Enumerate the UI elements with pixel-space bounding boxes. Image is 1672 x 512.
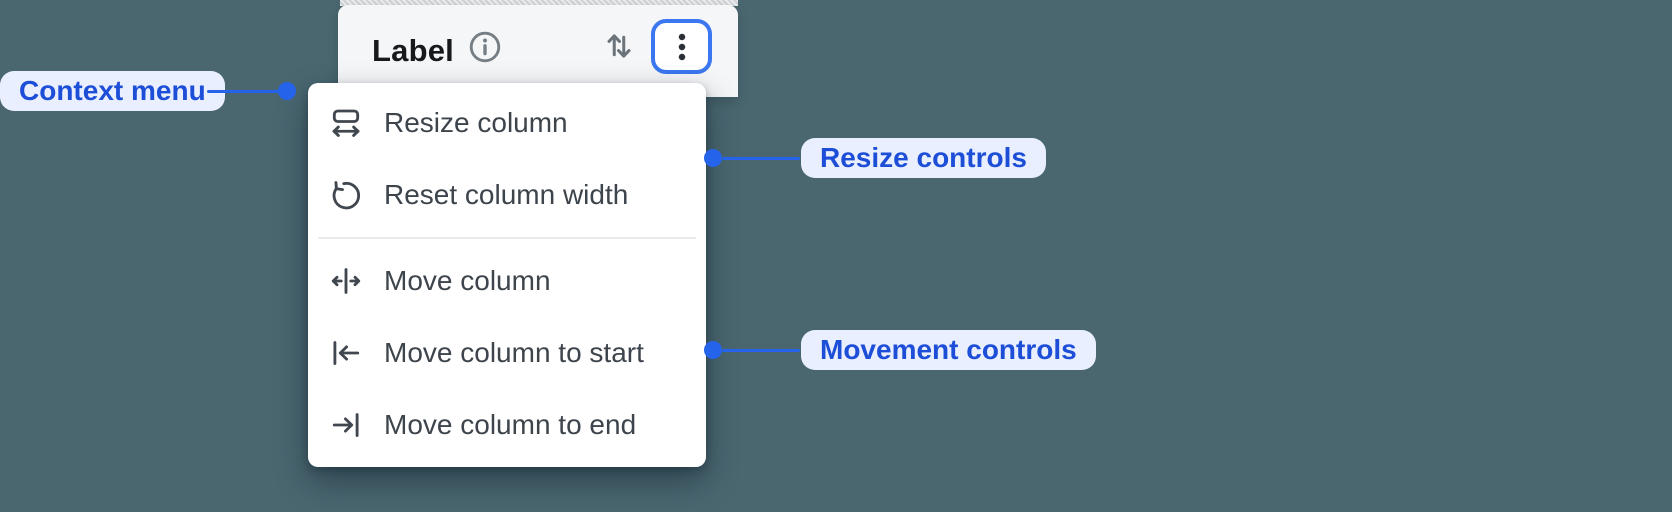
column-more-menu-button[interactable] <box>651 19 712 74</box>
info-icon[interactable] <box>466 28 504 66</box>
annotation-connector-line <box>722 349 800 352</box>
annotation-connector-line <box>722 157 800 160</box>
menu-item-move-column[interactable]: Move column <box>308 245 706 317</box>
annotation-connector-dot <box>704 149 722 167</box>
move-column-to-end-icon <box>332 413 359 437</box>
kebab-more-icon <box>678 33 685 60</box>
move-column-to-start-icon <box>333 341 360 365</box>
annotation-context-menu: Context menu <box>0 71 225 111</box>
annotation-connector-line <box>207 90 279 93</box>
resize-column-icon <box>332 109 360 137</box>
menu-item-label: Move column <box>384 265 551 296</box>
menu-item-label: Resize column <box>384 107 568 138</box>
column-context-menu: Resize column Reset column width <box>308 83 706 467</box>
annotation-connector-dot <box>278 82 296 100</box>
annotation-label: Movement controls <box>820 334 1077 365</box>
menu-item-label: Move column to start <box>384 337 644 368</box>
reset-column-width-icon <box>332 181 361 210</box>
sort-icon[interactable] <box>600 27 638 65</box>
annotation-label: Context menu <box>19 75 206 106</box>
annotation-resize-controls: Resize controls <box>801 138 1046 178</box>
menu-item-move-column-to-start[interactable]: Move column to start <box>308 317 706 389</box>
table-column-header: Label <box>338 5 738 97</box>
menu-item-resize-column[interactable]: Resize column <box>308 87 706 159</box>
menu-divider <box>318 237 696 239</box>
cropped-edge-hatch <box>340 0 738 6</box>
annotation-label: Resize controls <box>820 142 1027 173</box>
move-column-icon <box>331 268 361 294</box>
menu-item-reset-column-width[interactable]: Reset column width <box>308 159 706 231</box>
menu-item-label: Move column to end <box>384 409 637 440</box>
annotation-connector-dot <box>704 341 722 359</box>
menu-item-label: Reset column width <box>384 179 629 210</box>
menu-item-move-column-to-end[interactable]: Move column to end <box>308 389 706 461</box>
annotation-movement-controls: Movement controls <box>801 330 1096 370</box>
column-header-label: Label <box>372 33 454 68</box>
